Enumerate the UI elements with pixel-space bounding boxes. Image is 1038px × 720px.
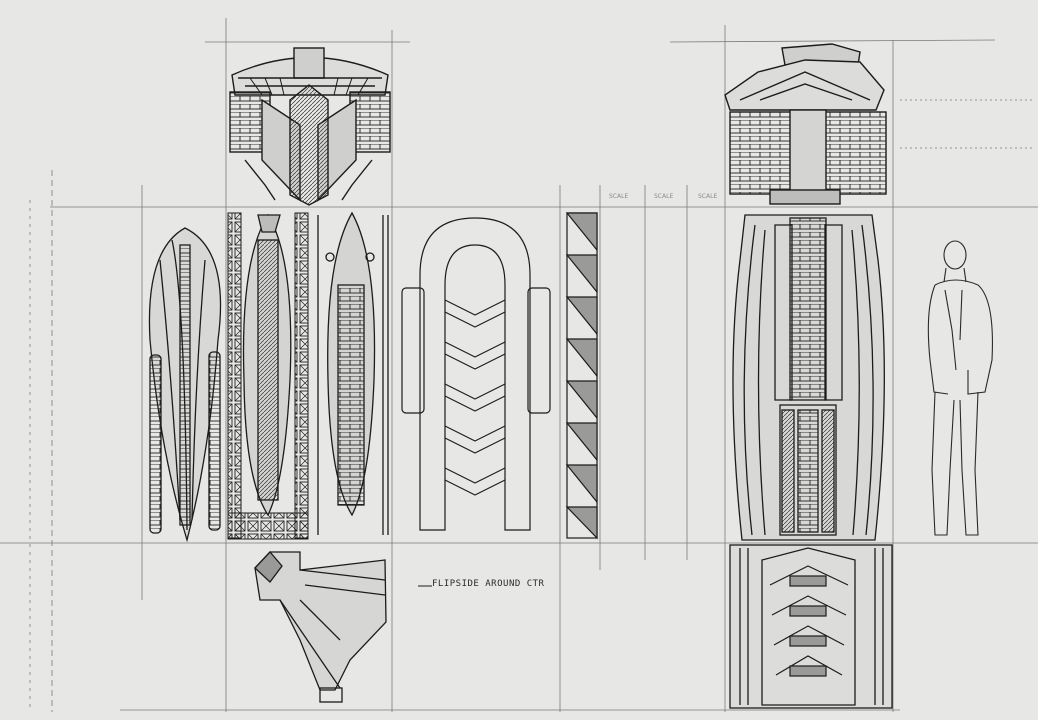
- base-right: [729, 544, 893, 709]
- pod-right: [325, 211, 389, 535]
- scale-figure: [927, 240, 993, 536]
- cross-pattern-strips: [227, 212, 309, 540]
- top-finial-left: [229, 47, 391, 206]
- arch-chevron-panel: [401, 217, 551, 531]
- scale-label-1: SCALE: [609, 193, 629, 200]
- flipside-note: FLIPSIDE AROUND CTR: [432, 579, 545, 589]
- scale-label-3: SCALE: [698, 193, 718, 200]
- pod-left: [242, 213, 319, 535]
- twisted-strip: [565, 212, 598, 540]
- crown-right: [724, 43, 887, 205]
- shaft-right: [732, 214, 885, 541]
- side-profile-panel: [148, 227, 222, 543]
- scale-label-2: SCALE: [654, 193, 674, 200]
- bottom-bracket-left: [254, 551, 387, 703]
- construction-grid: [0, 18, 1038, 712]
